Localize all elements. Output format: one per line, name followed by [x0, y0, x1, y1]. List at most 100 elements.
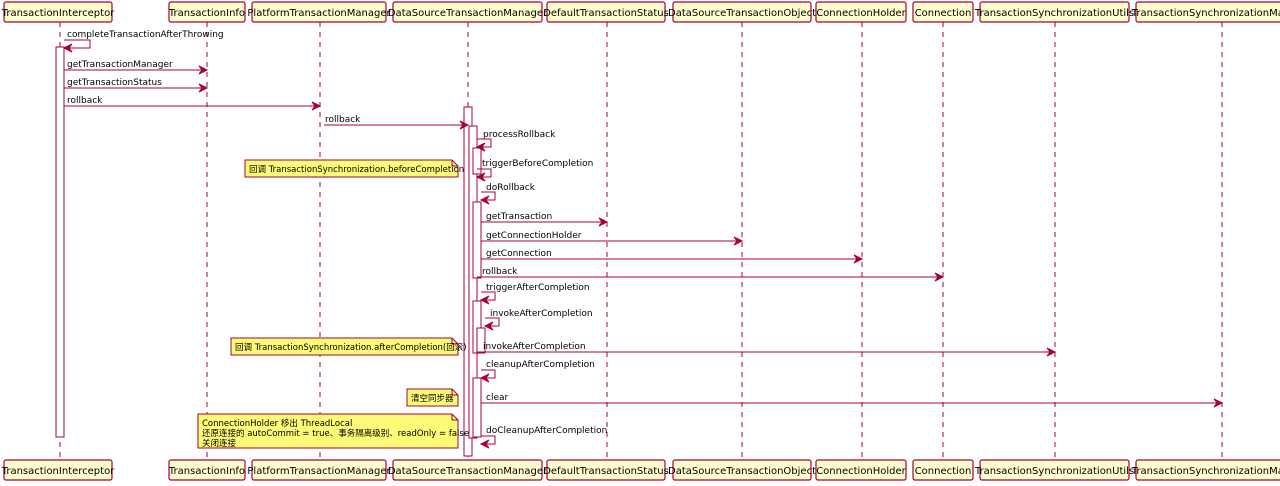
participant-tinfo-top: TransactionInfo — [168, 1, 246, 23]
message-label: getConnectionHolder — [486, 231, 582, 241]
note-line: 关闭连接 — [202, 438, 237, 449]
participant-label: Connection — [915, 466, 972, 477]
self-message-arrow — [477, 138, 492, 148]
participant-box — [168, 459, 246, 481]
message-label: completeTransactionAfterThrowing — [67, 30, 224, 40]
message-label: rollback — [67, 96, 103, 106]
participant-ch-top: ConnectionHolder — [815, 1, 907, 23]
participant-label: Connection — [915, 8, 972, 19]
self-message-arrow — [481, 435, 496, 445]
participant-label: DataSourceTransactionManager — [388, 466, 548, 477]
participant-box — [168, 1, 246, 23]
participant-tinfo-bottom: TransactionInfo — [168, 459, 246, 481]
note-line: 回调 TransactionSynchronization.afterCompl… — [235, 342, 467, 353]
messages: completeTransactionAfterThrowing getTrans… — [62, 30, 1224, 449]
participant-label: TransactionSynchronizationMan — [1131, 8, 1280, 19]
participant-box — [815, 1, 907, 23]
message-7: triggerBeforeCompletion — [475, 159, 593, 182]
participant-label: TransactionSynchronizationUtils — [974, 8, 1134, 19]
participant-dts-bottom: DefaultTransactionStatus — [543, 459, 669, 481]
self-message-arrow — [64, 39, 91, 49]
participant-dstm-bottom: DataSourceTransactionManager — [388, 459, 548, 481]
note-line: 回调 TransactionSynchronization.beforeComp… — [249, 165, 464, 175]
message-5: rollback — [324, 115, 470, 130]
participant-ti-top: TransactionInterceptor — [1, 1, 115, 23]
participant-box — [1135, 1, 1280, 23]
message-2: getTransactionManager — [64, 60, 209, 75]
participant-ch-bottom: ConnectionHolder — [815, 459, 907, 481]
message-label: processRollback — [483, 130, 556, 140]
note-line: ConnectionHolder 移出 ThreadLocal — [202, 418, 352, 429]
self-message-arrow — [481, 369, 496, 379]
self-message-arrow — [477, 168, 492, 178]
message-17: clear — [481, 393, 1224, 408]
note-3: 清空同步器 — [406, 388, 459, 407]
message-14: invokeAfterCompletion — [483, 309, 593, 331]
participant-box — [912, 1, 974, 23]
participant-box — [251, 1, 387, 23]
participant-label: TransactionInfo — [168, 466, 245, 477]
participant-dts-top: DefaultTransactionStatus — [543, 1, 669, 23]
participant-label: TransactionInterceptor — [1, 466, 115, 477]
participant-ptm-top: PlatformTransactionManager — [247, 1, 391, 23]
participant-label: ConnectionHolder — [816, 8, 906, 19]
participant-label: TransactionInfo — [168, 8, 245, 19]
participant-label: DataSourceTransactionObject — [668, 466, 816, 477]
participant-box — [392, 1, 543, 23]
participant-label: PlatformTransactionManager — [247, 8, 391, 19]
participant-label: DefaultTransactionStatus — [543, 466, 669, 477]
message-label: invokeAfterCompletion — [490, 309, 593, 319]
self-message-arrow — [485, 317, 500, 327]
message-3: getTransactionStatus — [64, 78, 209, 93]
activations — [55, 46, 486, 457]
message-4: rollback — [64, 96, 322, 111]
note-box — [406, 388, 459, 407]
participant-box — [546, 1, 666, 23]
self-message-arrow — [481, 291, 496, 301]
participant-box — [3, 459, 113, 481]
participant-label: PlatformTransactionManager — [247, 466, 391, 477]
message-18: doCleanupAfterCompletion — [479, 426, 607, 449]
participant-box — [979, 459, 1130, 481]
note-line: 还原连接的 autoCommit = true、事务隔离级别、readOnly … — [202, 428, 469, 439]
participant-tsm-bottom: TransactionSynchronizationMan — [1131, 459, 1280, 481]
message-label: triggerBeforeCompletion — [482, 159, 593, 169]
note-line: 清空同步器 — [411, 393, 454, 404]
message-11: getConnection — [481, 249, 864, 264]
message-label: triggerAfterCompletion — [486, 283, 590, 293]
participant-box — [3, 1, 113, 23]
activation-bar-5 — [472, 201, 482, 279]
message-16: cleanupAfterCompletion — [479, 360, 595, 383]
message-9: getTransaction — [481, 212, 609, 227]
note-2: 回调 TransactionSynchronization.afterCompl… — [230, 337, 467, 356]
participant-label: DataSourceTransactionObject — [668, 8, 816, 19]
message-label: doRollback — [486, 183, 536, 193]
participant-box — [546, 459, 666, 481]
participant-dstm-top: DataSourceTransactionManager — [388, 1, 548, 23]
participant-tsu-top: TransactionSynchronizationUtils — [974, 1, 1134, 23]
activation-bar-1 — [55, 46, 65, 438]
message-label: rollback — [482, 267, 518, 277]
participant-box — [1135, 459, 1280, 481]
participant-label: ConnectionHolder — [816, 466, 906, 477]
participant-label: TransactionSynchronizationMan — [1131, 466, 1280, 477]
participant-ti-bottom: TransactionInterceptor — [1, 459, 115, 481]
message-12: rollback — [477, 267, 945, 282]
participant-box — [979, 1, 1130, 23]
message-1: completeTransactionAfterThrowing — [62, 30, 224, 53]
participant-tsm-top: TransactionSynchronizationMan — [1131, 1, 1280, 23]
message-label: cleanupAfterCompletion — [486, 360, 595, 370]
participant-conn-top: Connection — [912, 1, 974, 23]
message-label: getTransactionManager — [67, 60, 173, 70]
message-label: invokeAfterCompletion — [483, 342, 586, 352]
participant-box — [815, 459, 907, 481]
message-13: triggerAfterCompletion — [479, 283, 590, 305]
participant-label: DefaultTransactionStatus — [543, 8, 669, 19]
message-6: processRollback — [475, 130, 556, 152]
activation-bar-7 — [476, 327, 486, 354]
message-label: rollback — [325, 115, 361, 125]
participant-conn-bottom: Connection — [912, 459, 974, 481]
